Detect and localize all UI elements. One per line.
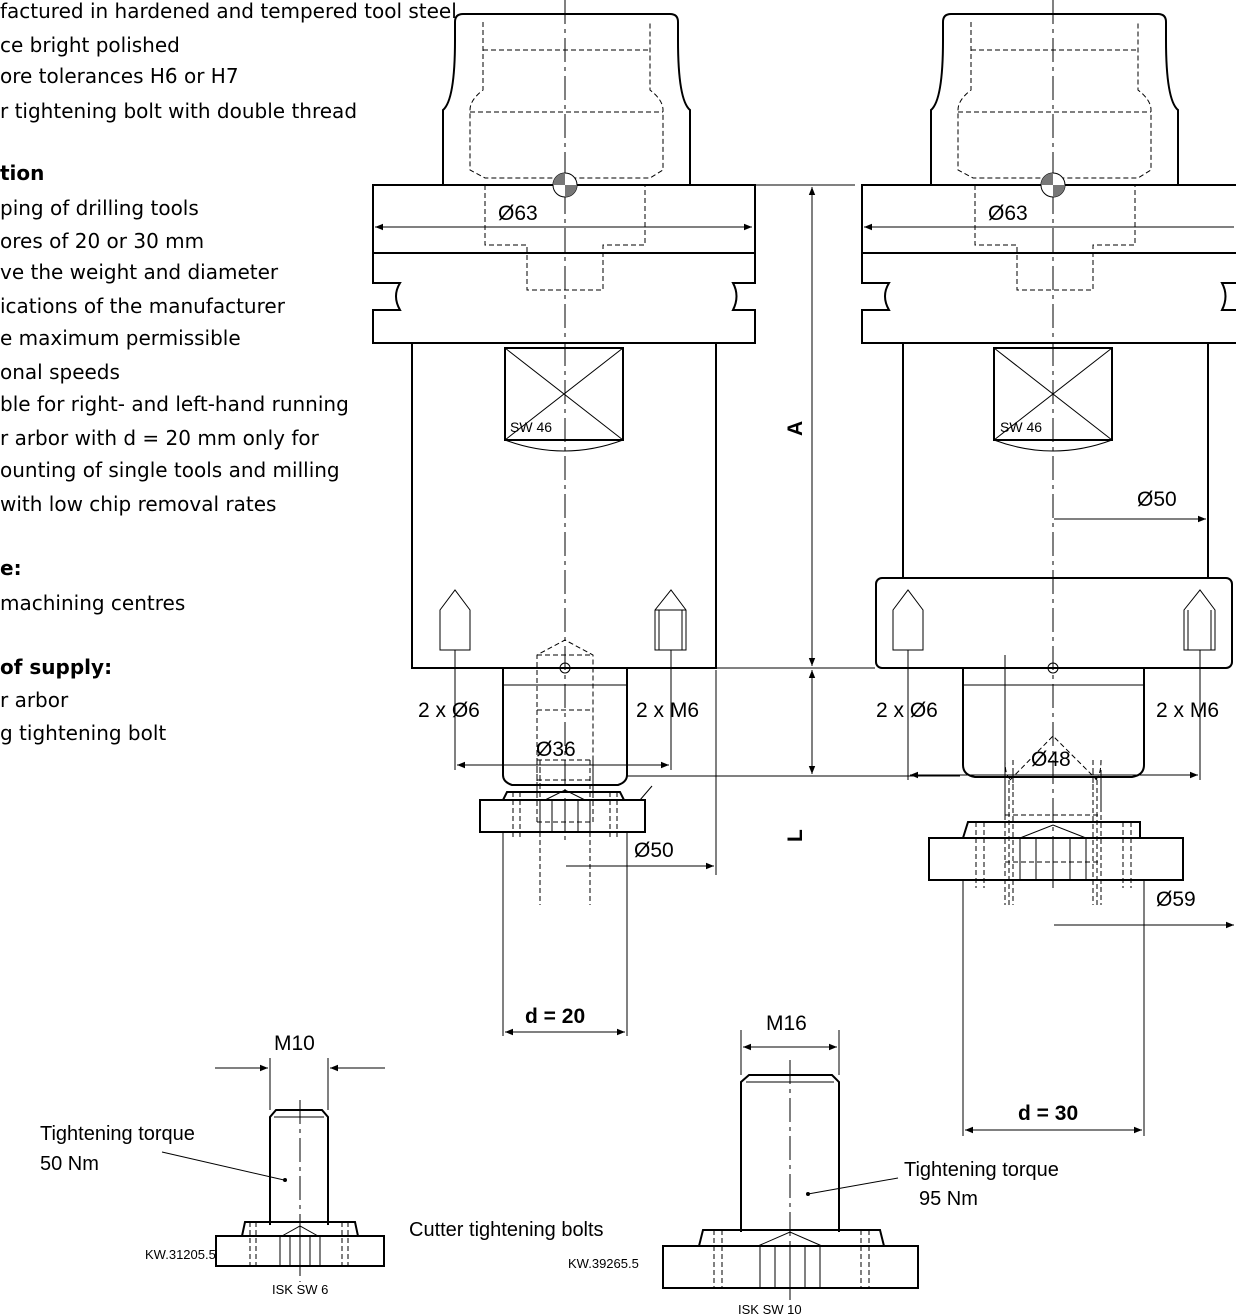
collar-diameter-label: Ø63 <box>498 202 538 225</box>
clamp-flange <box>875 577 1233 669</box>
supply-heading: of supply: <box>0 655 112 679</box>
balance-mark <box>552 172 578 198</box>
bolt-leader <box>639 785 653 801</box>
application-line: ping of drilling tools <box>0 196 199 220</box>
left-arbor-drawing <box>372 0 756 905</box>
application-line: r arbor with d = 20 mm only for <box>0 426 320 450</box>
intro-text: factured in hardened and tempered tool s… <box>0 0 457 745</box>
torque-leader <box>807 1177 899 1195</box>
holes-right-label: 2 x M6 <box>636 699 699 722</box>
thread-label: M16 <box>766 1012 807 1035</box>
intro-line: r tightening bolt with double thread <box>0 99 357 123</box>
taper-outline <box>442 13 691 185</box>
torque-leader <box>161 1151 285 1181</box>
bolt-thread-line <box>269 1116 329 1200</box>
torque-label: Tightening torque <box>904 1159 1059 1181</box>
application-line: ble for right- and left-hand running <box>0 392 349 416</box>
torque-label: Tightening torque <box>40 1123 195 1145</box>
right-dimensions: Ø63 SW 46 Ø50 2 x Ø6 2 x M6 Ø48 Ø59 d = … <box>864 202 1234 1136</box>
part-number: KW.39265.5 <box>568 1256 639 1271</box>
shank-outline <box>502 668 628 786</box>
hole-right <box>654 589 687 651</box>
body-outline <box>411 343 717 669</box>
intro-line: ce bright polished <box>0 33 180 57</box>
application-line: onal speeds <box>0 360 120 384</box>
bolt-socket <box>279 1225 321 1266</box>
body-diameter-label: Ø50 <box>634 839 674 862</box>
torque-value: 50 Nm <box>40 1153 99 1175</box>
length-dimensions: A L <box>627 184 960 842</box>
socket-size: ISK SW 10 <box>738 1302 802 1316</box>
use-line: machining centres <box>0 591 185 615</box>
application-line: ications of the manufacturer <box>0 294 286 318</box>
bore-label: d = 30 <box>1018 1102 1078 1125</box>
dimension-l-label: L <box>784 829 807 842</box>
torque-value: 95 Nm <box>919 1188 978 1210</box>
face-diameter-label: Ø59 <box>1156 888 1196 911</box>
collar-diameter-label: Ø63 <box>988 202 1028 225</box>
hole-right <box>1183 589 1216 651</box>
hole-circle-label: Ø48 <box>1031 748 1071 771</box>
supply-line: r arbor <box>0 688 69 712</box>
bore-label: d = 20 <box>525 1005 585 1028</box>
right-arbor-drawing <box>861 0 1236 905</box>
bolt-shank <box>269 1109 329 1225</box>
holes-left-label: 2 x Ø6 <box>418 699 480 722</box>
application-line: ounting of single tools and milling <box>0 458 340 482</box>
intro-line: ore tolerances H6 or H7 <box>0 64 239 88</box>
taper-outline <box>930 13 1179 185</box>
application-heading: tion <box>0 161 44 185</box>
thread-label: M10 <box>274 1032 315 1055</box>
body-outline <box>902 343 1209 578</box>
application-line: e maximum permissible <box>0 326 241 350</box>
dimension-a-label: A <box>784 421 807 436</box>
bolt-head <box>479 799 646 833</box>
part-number: KW.31205.5 <box>145 1247 216 1262</box>
use-heading: e: <box>0 556 22 580</box>
small-bolt-drawing: M10 Tightening torque 50 Nm KW.31205.5 I… <box>40 1032 385 1297</box>
bolt-collar <box>961 821 1141 839</box>
supply-line: g tightening bolt <box>0 721 166 745</box>
wrench-flat <box>504 347 624 441</box>
holes-right-label: 2 x M6 <box>1156 699 1219 722</box>
socket-size: ISK SW 6 <box>272 1282 328 1297</box>
holes-left-label: 2 x Ø6 <box>876 699 938 722</box>
body-diameter-label: Ø50 <box>1137 488 1177 511</box>
wrench-flat-label: SW 46 <box>510 419 552 435</box>
wrench-flat-label: SW 46 <box>1000 419 1042 435</box>
bolt-collar <box>501 791 626 801</box>
balance-mark <box>1040 172 1066 198</box>
left-dimensions: Ø63 SW 46 2 x Ø6 2 x M6 Ø36 Ø50 d = 20 <box>375 202 752 1036</box>
application-line: ores of 20 or 30 mm <box>0 229 204 253</box>
large-bolt-drawing: M16 Tightening torque 95 Nm KW.39265.5 I… <box>568 1012 1059 1316</box>
application-line: with low chip removal rates <box>0 492 276 516</box>
bolt-hidden <box>975 822 1132 888</box>
hole-circle-label: Ø36 <box>536 738 576 761</box>
collar-groove <box>372 253 756 344</box>
taper-hidden <box>469 22 664 179</box>
intro-line: factured in hardened and tempered tool s… <box>0 0 457 23</box>
wrench-flat-cross <box>504 347 624 452</box>
hole-left <box>892 589 924 651</box>
hole-left <box>439 589 471 651</box>
bolt-hidden <box>713 1230 870 1288</box>
collar-groove <box>861 253 1236 344</box>
bore-hidden <box>1004 655 1102 905</box>
bolts-caption: Cutter tightening bolts <box>409 1219 604 1241</box>
taper-hidden <box>957 22 1152 179</box>
bolt-head <box>928 837 1184 881</box>
application-line: ve the weight and diameter <box>0 260 279 284</box>
bolt-hidden <box>249 1222 349 1266</box>
collar-hidden <box>974 185 1136 291</box>
